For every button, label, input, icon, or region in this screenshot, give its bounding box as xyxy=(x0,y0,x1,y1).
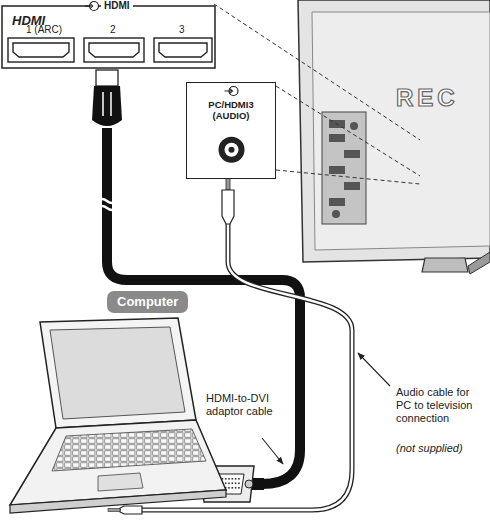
laptop xyxy=(52,429,206,471)
dvi-connector xyxy=(238,478,240,480)
tv-back xyxy=(332,210,340,218)
audio-cable xyxy=(142,222,352,510)
dvi-connector xyxy=(235,487,237,489)
dvi-connector xyxy=(228,478,230,480)
tv-back xyxy=(468,252,490,274)
hdmi-panel xyxy=(8,38,74,62)
dvi-connector xyxy=(235,483,237,485)
hdmi-panel xyxy=(84,38,144,62)
laptop xyxy=(98,473,143,491)
audio-jack xyxy=(225,143,239,157)
hdmi-panel xyxy=(85,5,92,6)
laptop xyxy=(10,318,226,513)
audio-cable xyxy=(108,509,120,512)
jack-symbol xyxy=(187,83,274,177)
tv-back xyxy=(298,0,490,274)
tv-back xyxy=(329,198,345,206)
hdmi-cable xyxy=(92,86,122,126)
dvi-connector xyxy=(232,487,234,489)
hdmi-panel xyxy=(154,38,212,62)
dvi-connector xyxy=(225,483,227,485)
hdmi-panel xyxy=(13,43,69,57)
tv-back xyxy=(344,150,360,158)
dvi-connector xyxy=(228,483,230,485)
port-number: 1 (ARC) xyxy=(26,24,62,36)
dvi-connector xyxy=(232,483,234,485)
cable-callout: Audio cable for PC to television connect… xyxy=(396,386,484,426)
leader-arrow xyxy=(358,353,390,386)
tv-back xyxy=(422,258,468,272)
tv-back xyxy=(350,122,358,130)
laptop xyxy=(40,318,196,428)
hdmi-cable xyxy=(97,199,117,203)
audio-cable xyxy=(142,222,352,510)
audio-cable xyxy=(120,506,142,514)
hdmi-cable xyxy=(96,70,118,86)
audio-jack-panel: PC/HDMI3 (AUDIO) xyxy=(186,82,276,179)
audio-jack xyxy=(229,147,235,153)
tv-back xyxy=(298,0,490,262)
leader-arrow xyxy=(262,438,283,464)
audio-cable xyxy=(222,190,234,224)
port-group-heading: HDMI xyxy=(101,0,133,12)
hdmi-cable xyxy=(103,92,111,116)
hdmi-panel xyxy=(159,43,207,57)
dvi-connector xyxy=(238,483,240,485)
laptop xyxy=(50,327,185,419)
dvi-connector xyxy=(232,478,234,480)
device-tag: Computer xyxy=(107,291,188,313)
dvi-connector xyxy=(225,478,227,480)
hdmi-panel xyxy=(2,6,215,68)
tv-back xyxy=(312,12,490,250)
hdmi-cable xyxy=(97,206,117,210)
dvi-connector xyxy=(238,487,240,489)
jack-label: PC/HDMI3 (AUDIO) xyxy=(200,83,262,122)
hdmi-panel xyxy=(89,43,139,57)
hdmi-panel xyxy=(90,4,93,9)
hdmi-panel xyxy=(8,38,212,62)
cable-callout: HDMI-to-DVI adaptor cable xyxy=(206,392,288,418)
leader-arrow xyxy=(262,353,390,464)
audio-cable xyxy=(108,176,352,514)
dvi-connector xyxy=(235,478,237,480)
dvi-connector xyxy=(245,480,253,488)
dvi-connector xyxy=(228,487,230,489)
input-icon xyxy=(225,89,233,94)
tv-back xyxy=(329,166,345,174)
tv-back xyxy=(344,182,360,190)
dvi-connector xyxy=(252,478,264,490)
cable-note: (not supplied) xyxy=(396,442,463,455)
port-number: 2 xyxy=(110,24,116,36)
brand-logo: REC xyxy=(396,84,459,113)
audio-jack xyxy=(219,137,245,163)
device-label: Computer xyxy=(117,294,178,310)
callout-dashes xyxy=(276,170,420,184)
tv-back xyxy=(329,134,345,142)
port-number: 3 xyxy=(179,24,185,36)
